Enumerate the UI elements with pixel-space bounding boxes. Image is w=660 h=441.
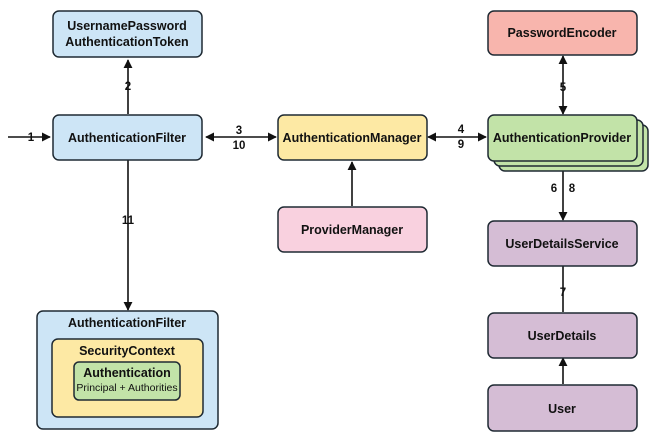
node-label: AuthenticationProvider (493, 131, 631, 145)
node-label: AuthenticationFilter (68, 316, 186, 330)
node-label: Authentication (83, 366, 171, 380)
node-label: AuthenticationManager (283, 131, 422, 145)
node-authentication-manager: AuthenticationManager (277, 114, 428, 161)
edge-label-11: 11 (122, 215, 135, 227)
node-authentication-provider-stack: AuthenticationProvider (487, 114, 649, 172)
edge-label-5: 5 (560, 82, 567, 94)
edge-label-1: 1 (28, 132, 35, 144)
node-sublabel: Principal + Authorities (76, 382, 177, 394)
node-label: ProviderManager (301, 223, 403, 237)
edge-label-4: 4 (458, 124, 465, 136)
edge-label-7: 7 (560, 287, 566, 299)
edge-label-2: 2 (125, 81, 131, 93)
node-label: UserDetailsService (505, 237, 618, 251)
node-label: AuthenticationFilter (68, 131, 186, 145)
edge-label-3: 3 (236, 125, 242, 137)
edge-5: 5 (558, 55, 568, 115)
node-label: AuthenticationToken (65, 35, 188, 49)
node-user-details: UserDetails (487, 312, 638, 359)
node-label: UsernamePassword (67, 19, 187, 33)
edge-3-10: 3 10 (205, 125, 277, 152)
node-label: PasswordEncoder (507, 26, 616, 40)
node-security-context: SecurityContext Authentication Principal… (51, 338, 204, 418)
edge-11: 11 (122, 160, 135, 311)
provider-stack-front (487, 114, 638, 162)
edge-label-9: 9 (458, 139, 464, 151)
edge-4-9: 4 9 (427, 124, 487, 151)
node-user: User (487, 384, 638, 432)
node-authentication-filter: AuthenticationFilter (52, 114, 203, 161)
node-label: User (548, 402, 576, 416)
node-authentication-filter-container: AuthenticationFilter SecurityContext Aut… (36, 310, 219, 430)
node-password-encoder: PasswordEncoder (487, 10, 638, 56)
edge-label-6: 6 (551, 183, 557, 195)
node-label: UserDetails (528, 329, 597, 343)
node-label: SecurityContext (79, 344, 176, 358)
edge-1: 1 (8, 132, 51, 144)
edge-label-10: 10 (233, 140, 246, 152)
edge-2: 2 (123, 59, 133, 114)
node-username-password-token: UsernamePassword AuthenticationToken (52, 10, 203, 58)
node-provider-manager: ProviderManager (277, 206, 428, 253)
node-user-details-service: UserDetailsService (487, 220, 638, 267)
edge-label-8: 8 (569, 183, 576, 195)
node-authentication: Authentication Principal + Authorities (73, 361, 181, 401)
edge-7: 7 (560, 266, 566, 312)
